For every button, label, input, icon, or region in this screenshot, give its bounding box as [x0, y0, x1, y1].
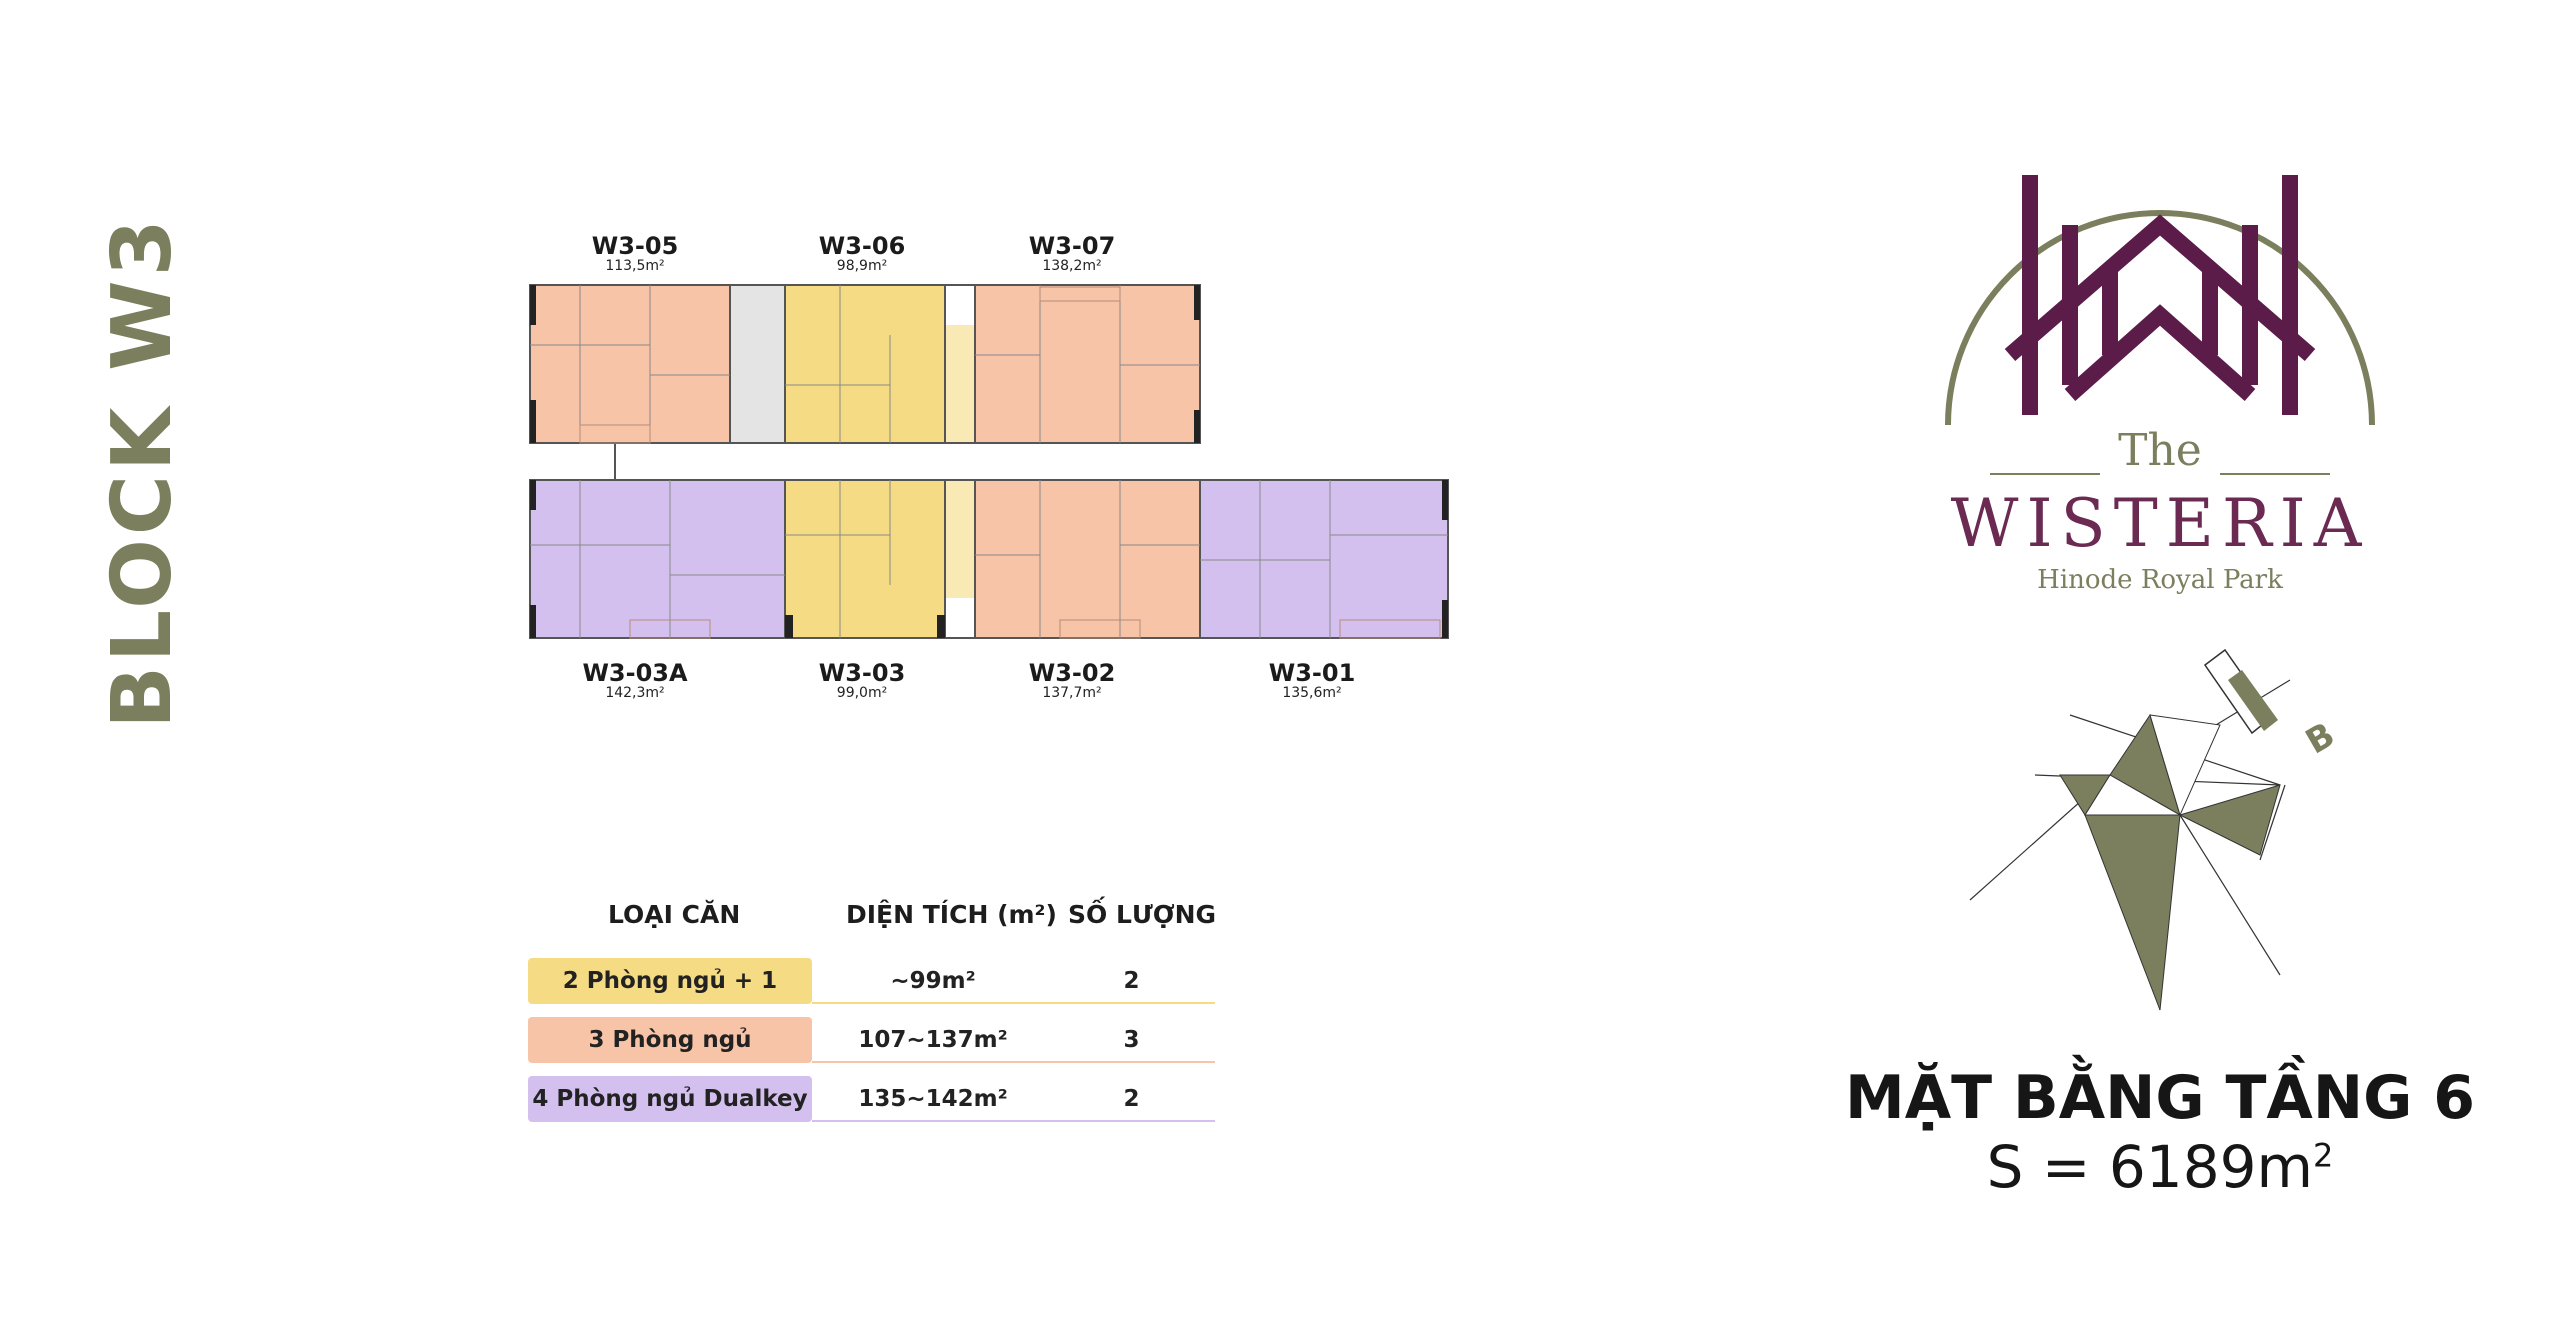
unit-code: W3-06	[818, 232, 906, 260]
legend-underline	[812, 1002, 1215, 1004]
legend-row: 4 Phòng ngủ Dualkey 135~142m² 2	[528, 1076, 1215, 1122]
wall-stubs	[530, 285, 1448, 638]
unit-w3-06-plan	[785, 285, 945, 443]
unit-w3-05-plan	[530, 285, 730, 443]
unit-label-w3-01: W3-01 135,6m²	[1192, 660, 1432, 702]
balconies	[579, 286, 1441, 639]
unit-code: W3-02	[1028, 659, 1116, 687]
unit-area: 142,3m²	[605, 685, 665, 702]
logo-mark	[2004, 175, 2316, 415]
compass-graphic: B	[1969, 648, 2342, 1011]
block-label: BLOCK W3	[94, 215, 190, 729]
unit-code: W3-01	[1268, 659, 1356, 687]
brand-the: The	[2118, 425, 2202, 476]
unit-area: 137,7m²	[1042, 685, 1102, 702]
brand-rule-left	[1990, 473, 2100, 475]
legend-row: 2 Phòng ngủ + 1 ~99m² 2	[528, 958, 1215, 1004]
compass-letter: B	[2299, 715, 2341, 763]
unit-label-w3-03: W3-03 99,0m²	[742, 660, 982, 702]
legend-header-type: LOẠI CĂN	[608, 900, 741, 929]
stair-core	[730, 285, 785, 443]
unit-label-w3-07: W3-07 138,2m²	[952, 233, 1192, 275]
unit-label-w3-05: W3-05 113,5m²	[515, 233, 755, 275]
unit-area: 99,0m²	[836, 685, 888, 702]
floor-plan	[529, 284, 1449, 639]
brand-subtitle: Hinode Royal Park	[2037, 565, 2283, 595]
unit-code: W3-03A	[582, 659, 688, 687]
legend-area: 107~137m²	[858, 1027, 1008, 1053]
compass-needle-tip	[2228, 670, 2278, 731]
unit-code: W3-07	[1028, 232, 1116, 260]
unit-w3-07-plan	[975, 285, 1200, 443]
unit-label-w3-06: W3-06 98,9m²	[742, 233, 982, 275]
unit-w3-02-plan	[975, 480, 1200, 638]
legend-pill: 2 Phòng ngủ + 1	[528, 958, 812, 1004]
logo-arch	[1945, 210, 2375, 426]
unit-area: 113,5m²	[605, 258, 665, 275]
legend-count: 3	[1123, 1027, 1140, 1053]
unit-w3-03a-plan	[530, 480, 785, 638]
legend-count: 2	[1123, 968, 1140, 994]
legend-pill: 4 Phòng ngủ Dualkey	[528, 1076, 812, 1122]
corridor-top	[945, 325, 975, 443]
unit-code: W3-03	[818, 659, 906, 687]
unit-area: 98,9m²	[836, 258, 888, 275]
legend-row: 3 Phòng ngủ 107~137m² 3	[528, 1017, 1215, 1063]
compass-facet	[2149, 714, 2221, 817]
legend-underline	[812, 1061, 1215, 1063]
walls	[529, 284, 1449, 639]
floor-area: S = 6189m2	[1840, 1133, 2480, 1201]
legend-count: 2	[1123, 1086, 1140, 1112]
compass-facet	[2084, 814, 2181, 1011]
legend-header-area: DIỆN TÍCH (m²)	[846, 900, 1057, 929]
brand-rule-right	[2220, 473, 2330, 475]
legend-area: ~99m²	[890, 968, 976, 994]
legend-area: 135~142m²	[858, 1086, 1008, 1112]
corridor-bottom	[945, 480, 975, 598]
unit-w3-03-plan	[785, 480, 945, 638]
floor-title: MẶT BẰNG TẦNG 6	[1845, 1063, 2475, 1133]
unit-label-w3-03a: W3-03A 142,3m²	[515, 660, 755, 702]
unit-area: 138,2m²	[1042, 258, 1102, 275]
legend-underline	[812, 1120, 1215, 1122]
interior-partitions	[530, 285, 1448, 638]
legend-pill: 3 Phòng ngủ	[528, 1017, 812, 1063]
brand-name: WISTERIA	[1950, 485, 2370, 562]
compass-facet	[2178, 784, 2281, 856]
wisteria-logo	[1945, 175, 2375, 426]
floor-area-value: S = 6189m	[1986, 1133, 2314, 1201]
legend-header-count: SỐ LƯỢNG	[1068, 900, 1217, 929]
unit-code: W3-05	[591, 232, 679, 260]
unit-label-w3-02: W3-02 137,7m²	[952, 660, 1192, 702]
unit-w3-01-plan	[1200, 480, 1448, 638]
floor-area-unit-sup: 2	[2313, 1136, 2334, 1175]
unit-area: 135,6m²	[1282, 685, 1342, 702]
